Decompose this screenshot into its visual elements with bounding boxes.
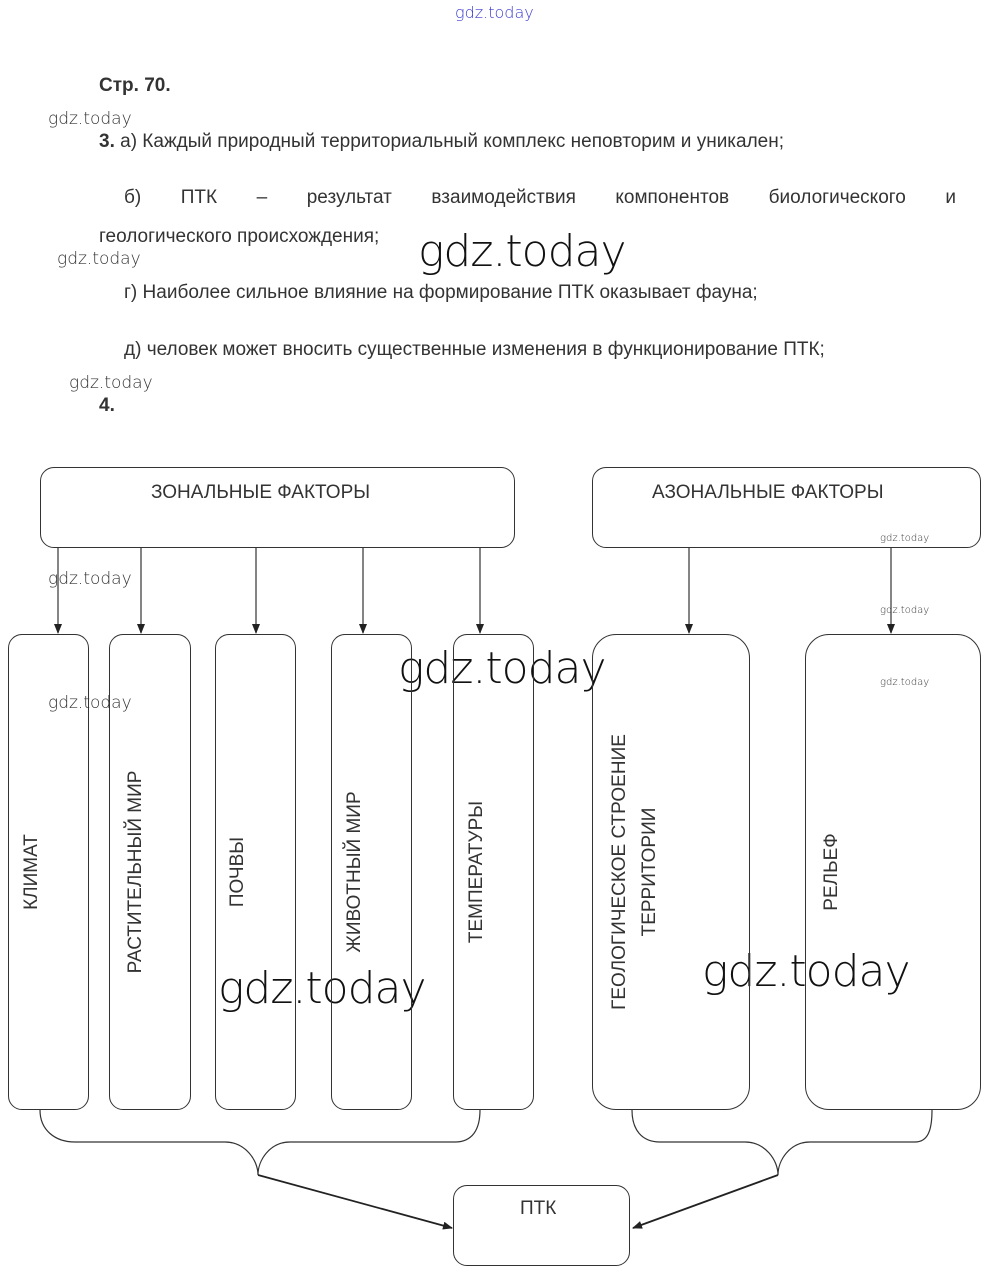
word: – [256,187,268,208]
watermark: gdz.today [880,605,930,616]
word: б) [124,187,142,208]
arrow-to-ptk [632,1174,779,1229]
q3-item-d: д) человек может вносить существенные из… [124,339,825,360]
ptk-box: ПТК [453,1185,630,1266]
q3-item-b-line2: геологического происхождения; [99,226,380,247]
q3-a-text: а) Каждый природный территориальный комп… [114,131,785,152]
watermark-large: gdz.today [702,946,911,997]
q3-item-b-line1: б) ПТК – результат взаимодействия компонентов… [124,187,956,209]
page-heading: Стр. 70. [99,75,171,96]
watermark: gdz.today [48,109,132,129]
azonal-factors-title: АЗОНАЛЬНЫЕ ФАКТОРЫ [652,482,884,503]
factor-box-soils [215,634,296,1110]
brace-zonal [39,1109,481,1176]
q4-number: 4. [99,395,115,416]
factor-label: РАСТИТЕЛЬНЫЙ МИР [125,770,146,974]
word: взаимодействия [431,187,576,208]
brace-azonal [631,1109,933,1176]
factor-label: ГЕОЛОГИЧЕСКОЕ СТРОЕНИЕ [609,734,630,1010]
watermark: gdz.today [48,569,132,589]
q3-item-a: 3. а) Каждый природный территориальный к… [99,131,784,153]
q3-item-g: г) Наиболее сильное влияние на формирова… [124,282,758,303]
azonal-factors-box: АЗОНАЛЬНЫЕ ФАКТОРЫ [592,467,981,548]
factor-label: КЛИМАТ [21,834,42,910]
word: биологического [768,187,906,208]
watermark-large: gdz.today [398,643,607,694]
ptk-label: ПТК [520,1198,557,1219]
factor-box-geology [592,634,750,1110]
factor-label: РЕЛЬЕФ [821,833,842,911]
watermark-top: gdz.today [455,3,534,22]
factor-label: ТЕМПЕРАТУРЫ [466,800,487,944]
factor-box-fauna [331,634,412,1110]
word: ПТК [180,187,218,208]
arrow-to-ptk [257,1174,453,1230]
watermark: gdz.today [880,533,930,544]
factor-label: ТЕРРИТОРИИ [639,807,660,937]
zonal-factors-title: ЗОНАЛЬНЫЕ ФАКТОРЫ [151,482,371,503]
word: компонентов [615,187,730,208]
watermark: gdz.today [880,677,930,688]
q3-number: 3. [99,131,115,152]
factor-label: ПОЧВЫ [227,836,248,908]
watermark-large: gdz.today [418,226,627,277]
word: результат [306,187,392,208]
watermark-large: gdz.today [218,963,427,1014]
zonal-factors-box: ЗОНАЛЬНЫЕ ФАКТОРЫ [40,467,515,548]
factor-box-relief [805,634,981,1110]
watermark: gdz.today [48,693,132,713]
factor-box-flora [109,634,191,1110]
factor-box-climate [8,634,89,1110]
word: и [945,187,956,208]
factor-box-temperatures [453,634,534,1110]
factor-label: ЖИВОТНЫЙ МИР [344,791,365,953]
watermark: gdz.today [69,373,153,393]
watermark: gdz.today [57,249,141,269]
